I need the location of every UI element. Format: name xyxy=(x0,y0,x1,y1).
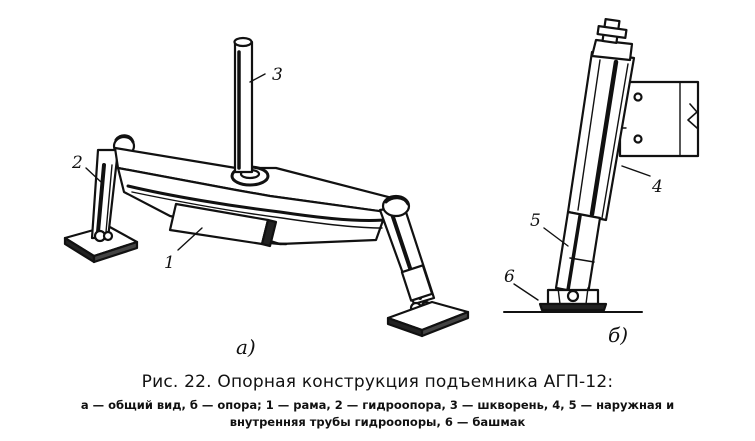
callout-2: 2 xyxy=(71,153,83,173)
kingpin xyxy=(233,36,254,174)
support-shoe xyxy=(538,287,608,312)
view-b-leaders xyxy=(513,165,651,301)
figure-caption-title: Рис. 22. Опорная конструкция подъемника … xyxy=(141,372,614,392)
support-structure-figure: 2 3 1 5 4 6 а) б) xyxy=(63,18,700,359)
outer-tube xyxy=(566,18,636,222)
callout-5: 5 xyxy=(530,211,541,231)
general-view-drawing xyxy=(63,36,470,338)
bracket-plate xyxy=(607,80,700,158)
inner-tube xyxy=(554,210,602,296)
right-hydro-support xyxy=(378,194,436,315)
sublabel-general-view: а) xyxy=(236,335,256,359)
callout-1: 1 xyxy=(164,253,175,273)
frame xyxy=(113,146,402,248)
right-shoe xyxy=(386,300,470,338)
callout-4: 4 xyxy=(651,177,663,197)
figure-caption-legend-line-1: а — общий вид, б — опора; 1 — рама, 2 — … xyxy=(80,398,675,412)
callout-3: 3 xyxy=(272,65,283,85)
sublabel-support: б) xyxy=(608,323,628,347)
callout-6: 6 xyxy=(504,267,515,287)
view-a-leaders xyxy=(85,73,266,251)
support-detail-drawing xyxy=(503,18,700,313)
figure-caption-legend-line-2: внутренняя трубы гидроопоры, 6 — башмак xyxy=(229,415,526,429)
